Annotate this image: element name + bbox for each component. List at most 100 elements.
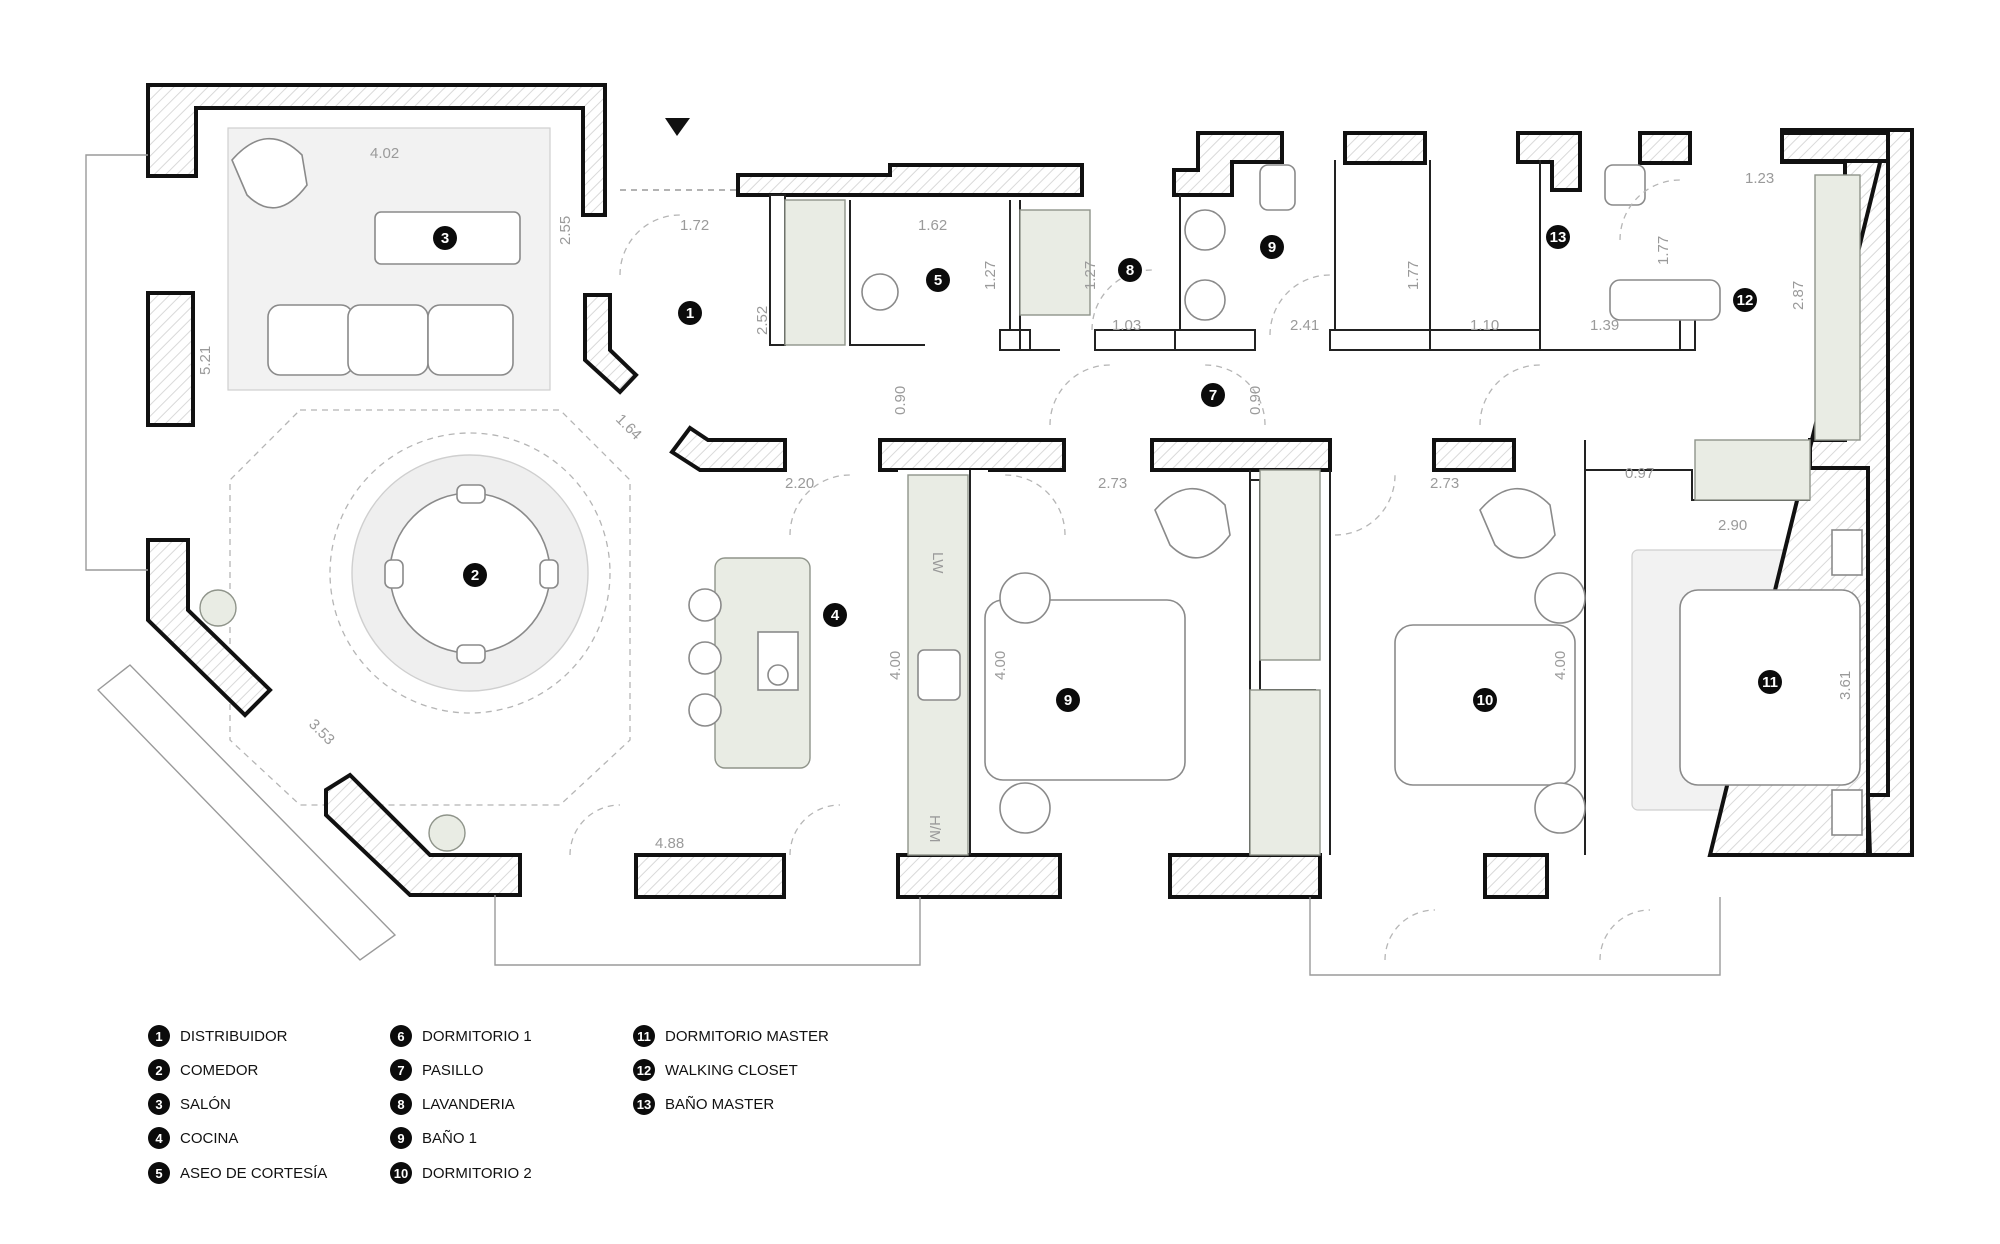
legend-item: 10 DORMITORIO 2 — [390, 1161, 532, 1185]
legend-number: 5 — [148, 1162, 170, 1184]
dimension-label: 1.27 — [982, 261, 999, 290]
dimension-label: 2.55 — [557, 216, 574, 245]
dimension-label: 1.39 — [1590, 317, 1619, 334]
dimension-label: 5.21 — [197, 346, 214, 375]
legend-number: 4 — [148, 1127, 170, 1149]
legend-item: 1 DISTRIBUIDOR — [148, 1024, 288, 1048]
legend-label: COMEDOR — [180, 1061, 259, 1079]
dimension-label: 4.00 — [992, 651, 1009, 680]
svg-text:10: 10 — [1477, 692, 1494, 709]
legend-item: 11 DORMITORIO MASTER — [633, 1024, 829, 1048]
dimension-label: 1.03 — [1112, 317, 1141, 334]
dimension-label: 1.27 — [1082, 261, 1099, 290]
room-marker: 11 — [1758, 670, 1782, 694]
dimension-label: 4.00 — [1552, 651, 1569, 680]
room-marker: 5 — [926, 268, 950, 292]
legend-item: 4 COCINA — [148, 1126, 238, 1150]
svg-text:1: 1 — [686, 305, 694, 322]
appliance-label: H/M — [926, 815, 943, 843]
windows — [85, 154, 1721, 976]
svg-text:8: 8 — [1126, 262, 1134, 279]
svg-text:12: 12 — [1737, 292, 1754, 309]
svg-text:4: 4 — [831, 607, 840, 624]
room-marker: 8 — [1118, 258, 1142, 282]
room-marker: 12 — [1733, 288, 1757, 312]
legend-item: 6 DORMITORIO 1 — [390, 1024, 532, 1048]
legend-item: 8 LAVANDERIA — [390, 1092, 515, 1116]
dimension-label: 1.72 — [680, 217, 709, 234]
legend-label: PASILLO — [422, 1061, 484, 1079]
legend-item: 2 COMEDOR — [148, 1058, 258, 1082]
dimension-label: 2.90 — [1718, 517, 1747, 534]
dimension-label: 0.90 — [1247, 386, 1264, 415]
legend-item: 7 PASILLO — [390, 1058, 483, 1082]
svg-text:7: 7 — [1209, 387, 1217, 404]
dimension-label: 2.52 — [754, 306, 771, 335]
room-marker: 13 — [1546, 225, 1570, 249]
svg-text:9: 9 — [1268, 239, 1276, 256]
dimension-label: 3.53 — [305, 716, 338, 749]
legend-number: 10 — [390, 1162, 412, 1184]
legend-label: WALKING CLOSET — [665, 1061, 798, 1079]
legend-label: DORMITORIO 2 — [422, 1164, 532, 1182]
room-marker: 9 — [1056, 688, 1080, 712]
svg-text:13: 13 — [1550, 229, 1567, 246]
legend-label: DISTRIBUIDOR — [180, 1027, 288, 1045]
dimension-label: 1.64 — [612, 411, 645, 444]
dimension-label: 1.77 — [1405, 261, 1422, 290]
svg-text:3: 3 — [441, 230, 449, 247]
svg-text:5: 5 — [934, 272, 942, 289]
room-marker: 2 — [463, 563, 487, 587]
legend-number: 6 — [390, 1025, 412, 1047]
legend-item: 9 BAÑO 1 — [390, 1126, 477, 1150]
legend-label: ASEO DE CORTESÍA — [180, 1164, 328, 1182]
dimension-label: 4.02 — [370, 145, 399, 162]
dimension-label: 1.77 — [1655, 236, 1672, 265]
dimension-label: 1.10 — [1470, 317, 1499, 334]
legend-number: 13 — [633, 1093, 655, 1115]
dimension-label: 2.87 — [1790, 281, 1807, 310]
legend-number: 12 — [633, 1059, 655, 1081]
dimension-label: 2.73 — [1430, 475, 1459, 492]
dimension-label: 2.41 — [1290, 317, 1319, 334]
room-marker: 7 — [1201, 383, 1225, 407]
svg-text:11: 11 — [1762, 674, 1778, 691]
legend-label: LAVANDERIA — [422, 1095, 515, 1113]
dimension-label: 0.97 — [1625, 465, 1654, 482]
legend-label: DORMITORIO 1 — [422, 1027, 532, 1045]
dimension-label: 4.88 — [655, 835, 684, 852]
legend-label: DORMITORIO MASTER — [665, 1027, 829, 1045]
room-marker: 1 — [678, 301, 702, 325]
legend-item: 12 WALKING CLOSET — [633, 1058, 798, 1082]
legend-number: 7 — [390, 1059, 412, 1081]
legend-number: 3 — [148, 1093, 170, 1115]
dimension-label: 0.90 — [892, 386, 909, 415]
room-marker: 4 — [823, 603, 847, 627]
room-marker: 3 — [433, 226, 457, 250]
dimension-label: 2.73 — [1098, 475, 1127, 492]
legend-label: BAÑO 1 — [422, 1129, 478, 1147]
legend-number: 9 — [390, 1127, 412, 1149]
legend-number: 8 — [390, 1093, 412, 1115]
room-marker: 9 — [1260, 235, 1284, 259]
svg-text:2: 2 — [471, 567, 479, 584]
dimension-label: 3.61 — [1837, 671, 1854, 700]
doors — [569, 179, 1681, 961]
legend-label: COCINA — [180, 1129, 239, 1147]
room-marker: 10 — [1473, 688, 1497, 712]
legend-label: BAÑO MASTER — [665, 1095, 775, 1113]
legend-number: 11 — [633, 1025, 655, 1047]
dimension-label: 1.23 — [1745, 170, 1774, 187]
room-markers: 3 1 5 8 9 13 12 7 2 4 9 10 11 — [433, 225, 1782, 712]
walls — [146, 83, 1914, 899]
legend-number: 1 — [148, 1025, 170, 1047]
legend-item: 5 ASEO DE CORTESÍA — [148, 1161, 327, 1185]
dimension-label: 2.20 — [785, 475, 814, 492]
appliance-label: LW — [929, 552, 946, 574]
legend-number: 2 — [148, 1059, 170, 1081]
furniture — [199, 118, 1863, 856]
svg-text:9: 9 — [1064, 692, 1072, 709]
dimension-label: 1.62 — [918, 217, 947, 234]
